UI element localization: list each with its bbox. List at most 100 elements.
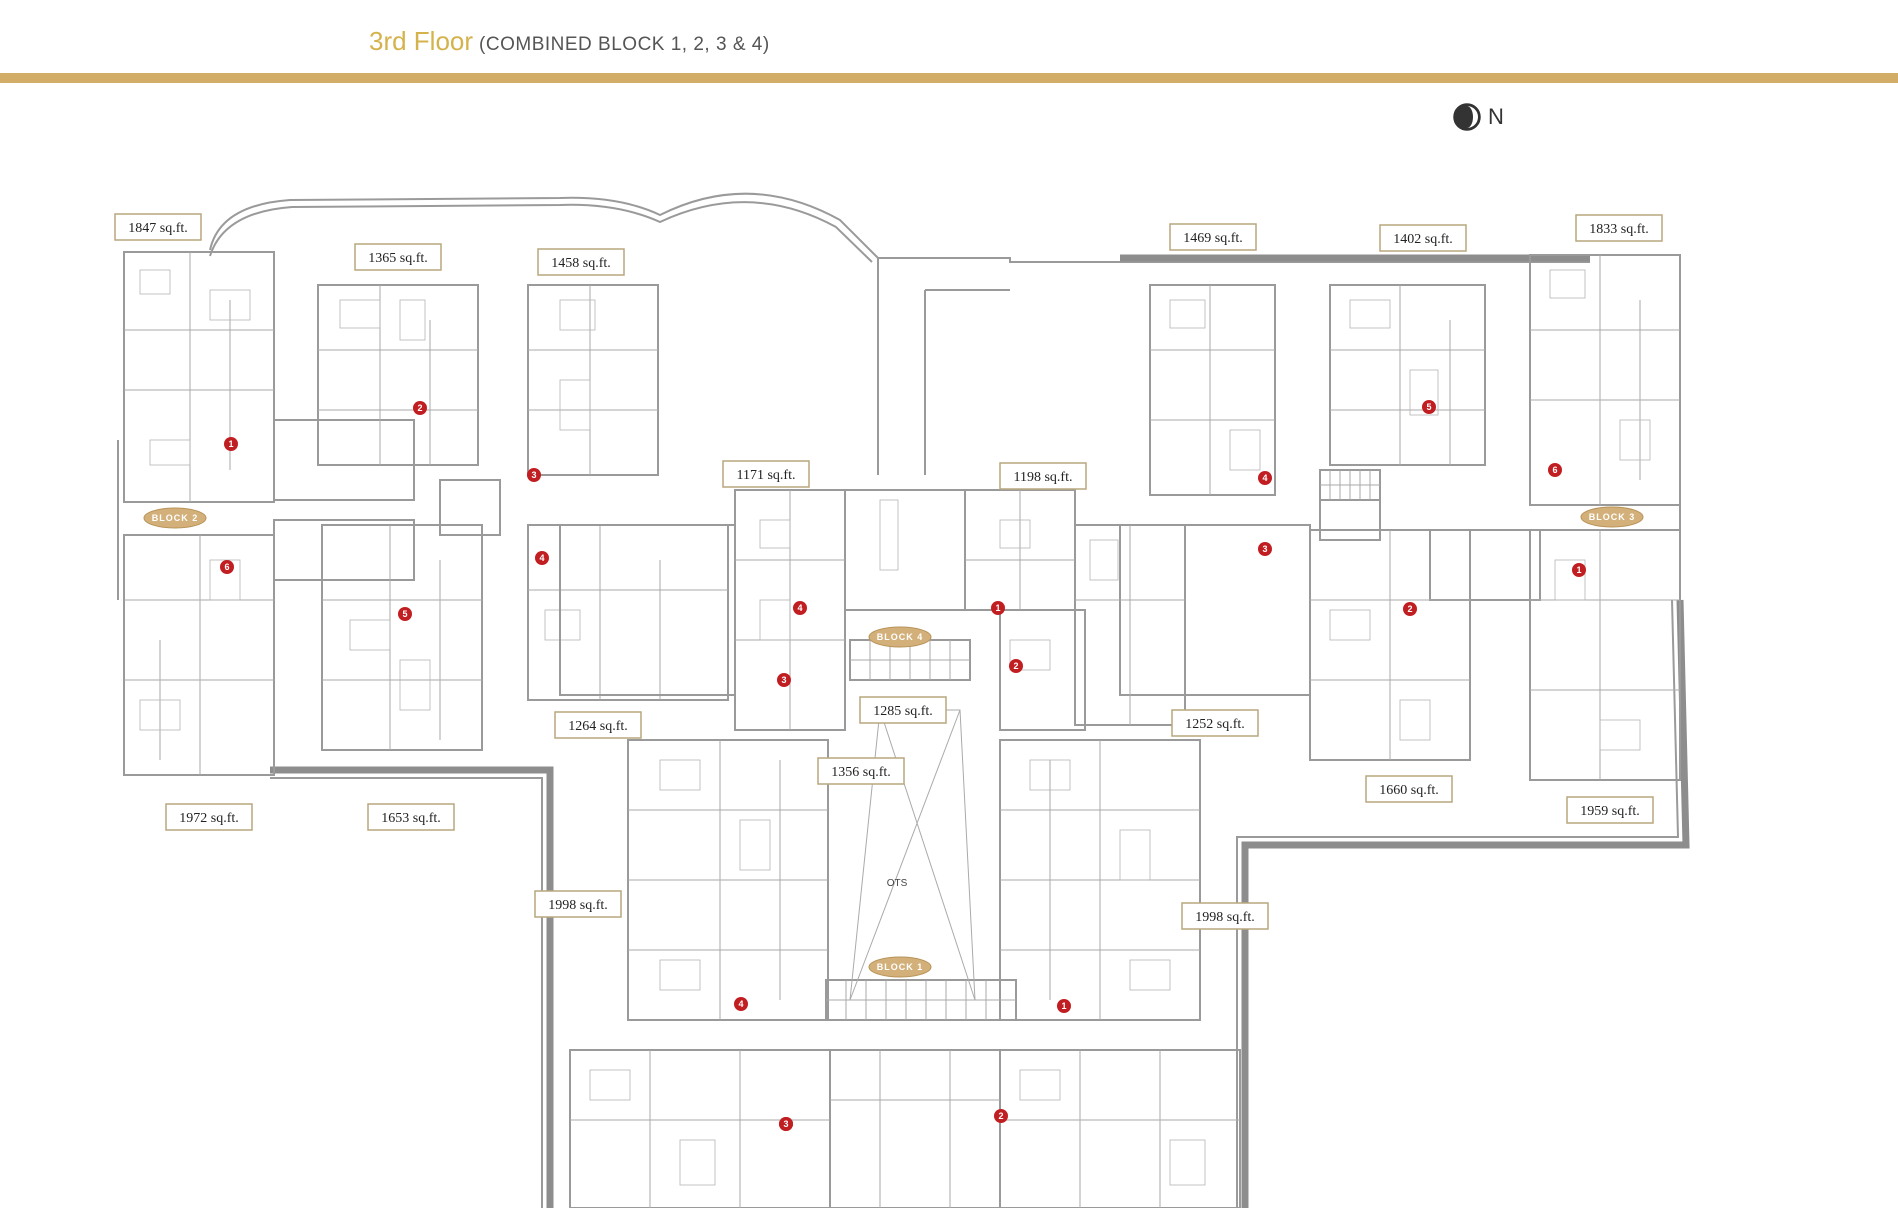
- svg-text:1959 sq.ft.: 1959 sq.ft.: [1580, 804, 1640, 819]
- svg-text:6: 6: [224, 562, 229, 572]
- svg-text:1: 1: [1576, 565, 1581, 575]
- svg-text:1198 sq.ft.: 1198 sq.ft.: [1014, 470, 1073, 485]
- svg-text:1998 sq.ft.: 1998 sq.ft.: [1195, 910, 1255, 925]
- area-label: 1402 sq.ft.: [1379, 224, 1467, 252]
- ots-label: OTS: [887, 878, 908, 889]
- ots-void: OTS: [849, 709, 976, 1001]
- unit-marker: 2: [994, 1109, 1008, 1123]
- svg-text:3: 3: [1262, 544, 1267, 554]
- area-label: 1365 sq.ft.: [354, 243, 442, 271]
- svg-text:6: 6: [1552, 465, 1557, 475]
- svg-text:1: 1: [1061, 1001, 1066, 1011]
- unit-marker: 3: [1258, 542, 1272, 556]
- north-indicator: N: [1452, 102, 1522, 132]
- svg-text:1264 sq.ft.: 1264 sq.ft.: [568, 719, 628, 734]
- unit-marker: 3: [527, 468, 541, 482]
- unit-marker: 4: [1258, 471, 1272, 485]
- svg-text:1653 sq.ft.: 1653 sq.ft.: [381, 811, 441, 826]
- svg-text:1252 sq.ft.: 1252 sq.ft.: [1185, 717, 1245, 732]
- block-label: BLOCK 1: [868, 956, 932, 978]
- block-labels: BLOCK 2 BLOCK 3 BLOCK 4 BLOCK 1: [143, 506, 1644, 978]
- unit-marker: 3: [779, 1117, 793, 1131]
- svg-text:3: 3: [783, 1119, 788, 1129]
- area-label: 1356 sq.ft.: [817, 757, 905, 785]
- area-label: 1959 sq.ft.: [1566, 796, 1654, 824]
- unit-marker: 5: [398, 607, 412, 621]
- unit-marker: 1: [1572, 563, 1586, 577]
- header-divider: [0, 73, 1898, 83]
- svg-text:1833 sq.ft.: 1833 sq.ft.: [1589, 222, 1649, 237]
- area-label: 1171 sq.ft.: [722, 460, 810, 488]
- svg-text:3: 3: [781, 675, 786, 685]
- svg-text:2: 2: [998, 1111, 1003, 1121]
- unit-markers: 1 2 3 6 5 4 4 1 2 3 3 4 5 6 1 2 3 4 1 3 …: [220, 400, 1586, 1131]
- floor-title: 3rd Floor: [369, 26, 474, 56]
- area-label: 1264 sq.ft.: [554, 711, 642, 739]
- area-label: 1847 sq.ft.: [114, 213, 202, 241]
- svg-text:1365 sq.ft.: 1365 sq.ft.: [368, 251, 428, 266]
- unit-marker: 2: [1403, 602, 1417, 616]
- area-label: 1285 sq.ft.: [859, 696, 947, 724]
- svg-text:1171 sq.ft.: 1171 sq.ft.: [737, 468, 796, 483]
- svg-text:4: 4: [539, 553, 544, 563]
- block-2-plan: [123, 251, 729, 776]
- unit-marker: 2: [413, 401, 427, 415]
- unit-marker: 2: [1009, 659, 1023, 673]
- north-letter: N: [1488, 104, 1504, 129]
- area-label: 1972 sq.ft.: [165, 803, 253, 831]
- unit-marker: 1: [224, 437, 238, 451]
- svg-text:1402 sq.ft.: 1402 sq.ft.: [1393, 232, 1453, 247]
- north-arrow-icon: [1453, 103, 1481, 131]
- unit-marker: 4: [793, 601, 807, 615]
- area-label: 1833 sq.ft.: [1575, 214, 1663, 242]
- floor-plan: OTS 1847 sq.ft. 1365 sq.ft. 1458 sq.ft. …: [114, 192, 1690, 1208]
- unit-marker: 4: [535, 551, 549, 565]
- block-1-plan: [569, 739, 1241, 1208]
- floor-subtitle: (COMBINED BLOCK 1, 2, 3 & 4): [479, 34, 770, 55]
- block-4-plan: [559, 489, 1311, 731]
- svg-text:BLOCK 1: BLOCK 1: [877, 962, 924, 972]
- area-label: 1998 sq.ft.: [534, 890, 622, 918]
- svg-text:1469 sq.ft.: 1469 sq.ft.: [1183, 231, 1243, 246]
- area-label: 1458 sq.ft.: [537, 248, 625, 276]
- svg-text:5: 5: [402, 609, 407, 619]
- svg-text:4: 4: [738, 999, 743, 1009]
- svg-text:2: 2: [1013, 661, 1018, 671]
- svg-text:3: 3: [531, 470, 536, 480]
- svg-text:4: 4: [797, 603, 802, 613]
- unit-marker: 4: [734, 997, 748, 1011]
- svg-text:1356 sq.ft.: 1356 sq.ft.: [831, 765, 891, 780]
- svg-text:1: 1: [995, 603, 1000, 613]
- block-label: BLOCK 2: [143, 507, 207, 529]
- page-header: 3rd Floor(COMBINED BLOCK 1, 2, 3 & 4): [0, 0, 1898, 86]
- svg-text:2: 2: [1407, 604, 1412, 614]
- svg-text:1458 sq.ft.: 1458 sq.ft.: [551, 256, 611, 271]
- svg-text:5: 5: [1426, 402, 1431, 412]
- svg-text:1: 1: [228, 439, 233, 449]
- area-labels: 1847 sq.ft. 1365 sq.ft. 1458 sq.ft. 1469…: [114, 213, 1663, 930]
- block-label: BLOCK 3: [1580, 506, 1644, 528]
- block-label: BLOCK 4: [868, 626, 932, 648]
- title-group: 3rd Floor(COMBINED BLOCK 1, 2, 3 & 4): [369, 26, 770, 57]
- unit-marker: 6: [220, 560, 234, 574]
- area-label: 1198 sq.ft.: [999, 462, 1087, 490]
- unit-marker: 1: [991, 601, 1005, 615]
- svg-text:1847 sq.ft.: 1847 sq.ft.: [128, 221, 188, 236]
- area-label: 1469 sq.ft.: [1169, 223, 1257, 251]
- svg-text:BLOCK 3: BLOCK 3: [1589, 512, 1636, 522]
- unit-marker: 1: [1057, 999, 1071, 1013]
- block-3-plan: [1149, 254, 1681, 781]
- svg-text:1660 sq.ft.: 1660 sq.ft.: [1379, 783, 1439, 798]
- svg-text:BLOCK 4: BLOCK 4: [877, 632, 924, 642]
- area-label: 1660 sq.ft.: [1365, 775, 1453, 803]
- svg-text:2: 2: [417, 403, 422, 413]
- unit-marker: 3: [777, 673, 791, 687]
- area-label: 1252 sq.ft.: [1171, 709, 1259, 737]
- svg-text:4: 4: [1262, 473, 1267, 483]
- svg-text:1285 sq.ft.: 1285 sq.ft.: [873, 704, 933, 719]
- area-label: 1653 sq.ft.: [367, 803, 455, 831]
- svg-text:BLOCK 2: BLOCK 2: [152, 513, 199, 523]
- svg-text:1972 sq.ft.: 1972 sq.ft.: [179, 811, 239, 826]
- area-label: 1998 sq.ft.: [1181, 902, 1269, 930]
- unit-marker: 5: [1422, 400, 1436, 414]
